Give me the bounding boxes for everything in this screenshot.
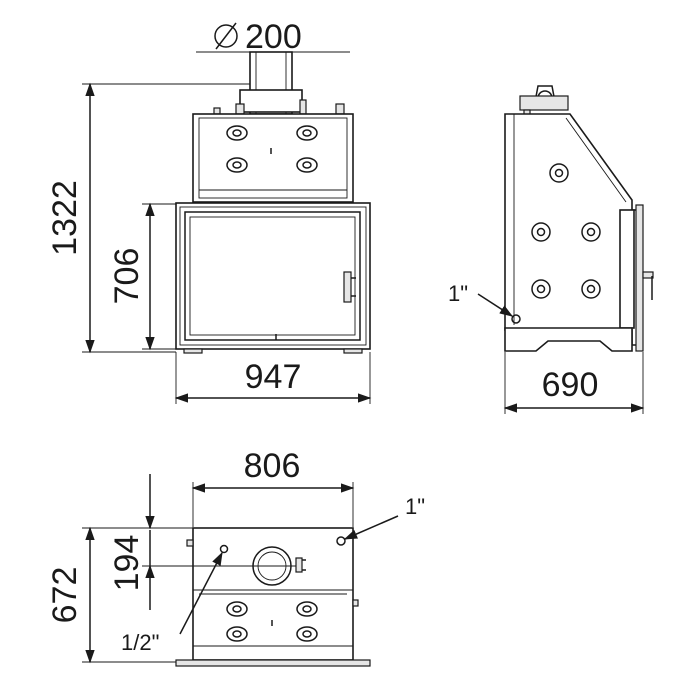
top-pipe-small-label: 1/2" [121,630,159,655]
top-offset-label: 194 [108,535,146,592]
flue-diameter-label: 200 [245,18,302,56]
top-width-label: 806 [244,447,301,485]
side-pipe-label: 1" [448,281,468,306]
front-view: 200 [46,18,372,404]
side-door-profile [635,204,644,352]
top-pipe-large-connection [336,536,346,546]
side-pipe-connection [511,314,521,324]
front-upper-box [192,113,354,203]
top-depth-label: 672 [46,567,84,624]
side-base [504,327,633,352]
top-view: 806 1" 1/2" [46,447,425,667]
top-base-plate [175,659,371,667]
diameter-symbol [214,24,238,48]
door-glass [189,216,356,336]
front-holes [226,125,318,173]
door-handle [343,271,352,303]
door-frame [184,211,361,341]
side-view: 1" 690 [448,85,654,414]
top-pipe-large-label: 1" [405,494,425,519]
top-holes [226,601,318,642]
front-width-label: 947 [245,358,302,396]
front-firebox [175,202,371,350]
side-holes [531,163,601,299]
total-height-label: 1322 [46,180,84,256]
top-pipe-small-connection [219,544,229,554]
side-depth-label: 690 [542,366,599,404]
door-height-label: 706 [108,248,146,305]
